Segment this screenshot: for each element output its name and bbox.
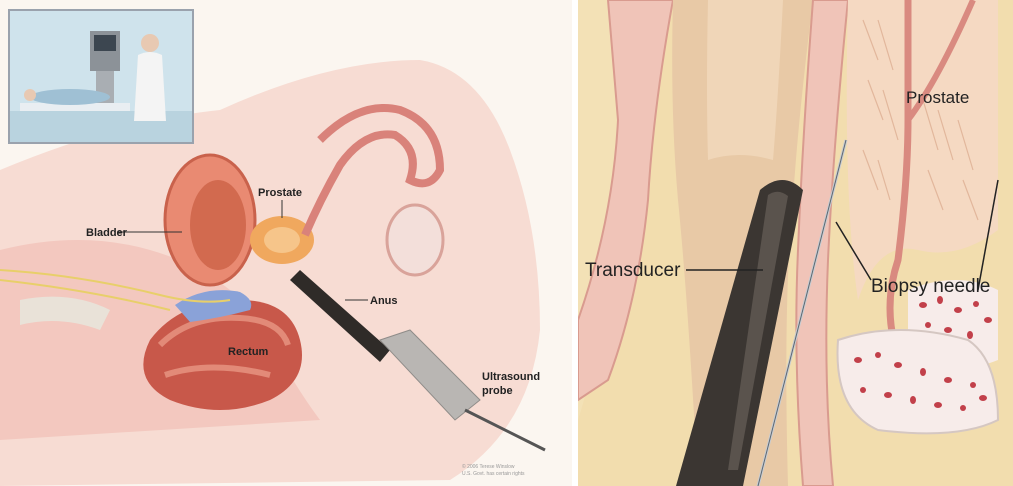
inset-illustration [8, 9, 194, 144]
prostate-gland [847, 0, 998, 300]
label-probe-line2: probe [482, 385, 513, 397]
inset-scene [10, 11, 192, 142]
patient [30, 89, 110, 105]
biopsy-closeup-diagram: Prostate Transducer Biopsy needle [578, 0, 1013, 486]
label-rectum: Rectum [228, 346, 269, 358]
copyright-line1: © 2006 Terese Winslow [462, 463, 515, 470]
prostate-highlight [264, 227, 300, 253]
label-biopsy-needle: Biopsy needle [871, 276, 990, 297]
right-illustration: Prostate Transducer Biopsy needle [578, 0, 1013, 486]
label-transducer: Transducer [585, 260, 681, 281]
label-prostate: Prostate [258, 187, 302, 199]
doctor [141, 34, 159, 52]
label-prostate-closeup: Prostate [906, 88, 969, 107]
label-probe-line1: Ultrasound [482, 371, 540, 383]
ultrasound-screen [94, 35, 116, 51]
bladder-inner [190, 180, 246, 270]
label-anus: Anus [370, 295, 398, 307]
left-illustration: Bladder Prostate Anus Rectum Ultrasound … [0, 0, 572, 486]
testicle [387, 205, 443, 275]
pubic-bone-lower [838, 330, 999, 433]
copyright-line2: U.S. Govt. has certain rights [462, 471, 525, 477]
label-bladder: Bladder [86, 227, 128, 239]
